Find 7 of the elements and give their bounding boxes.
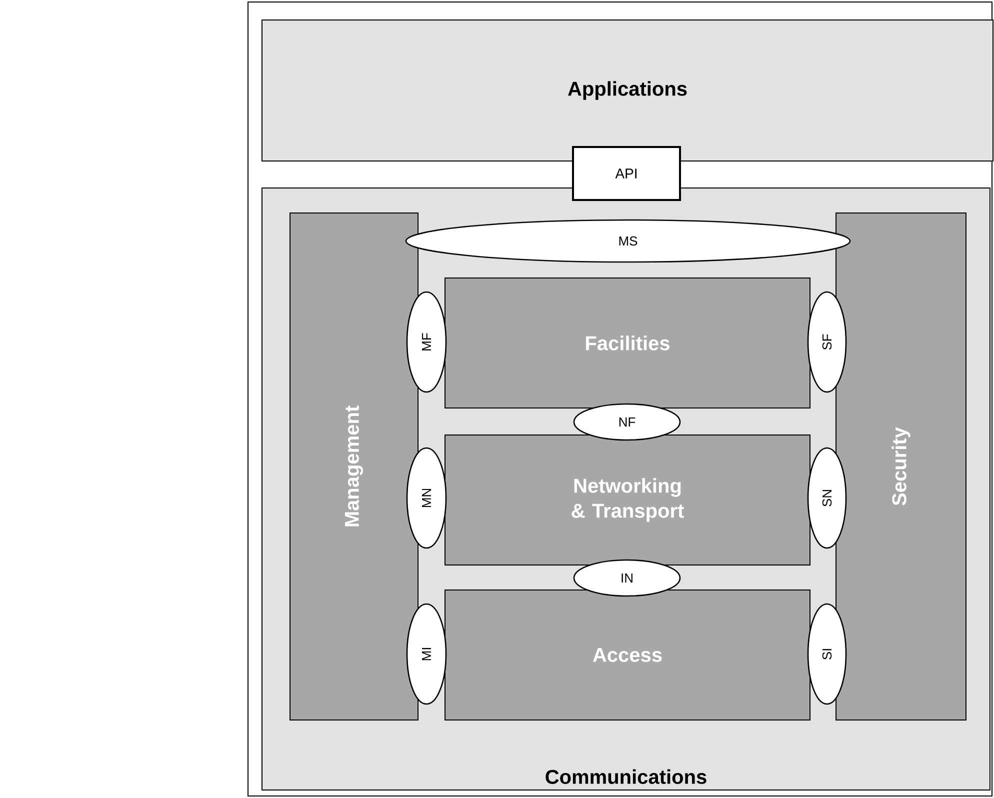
layer-box: Facilities [444,278,810,408]
side-layer-box: Security [836,212,966,720]
layer-box: Applications [262,20,994,162]
layer-box: Access [444,590,810,720]
interface-box: API [572,146,681,201]
side-layer-box: Management [290,212,418,720]
layer-box: Networking & Transport [444,434,810,566]
